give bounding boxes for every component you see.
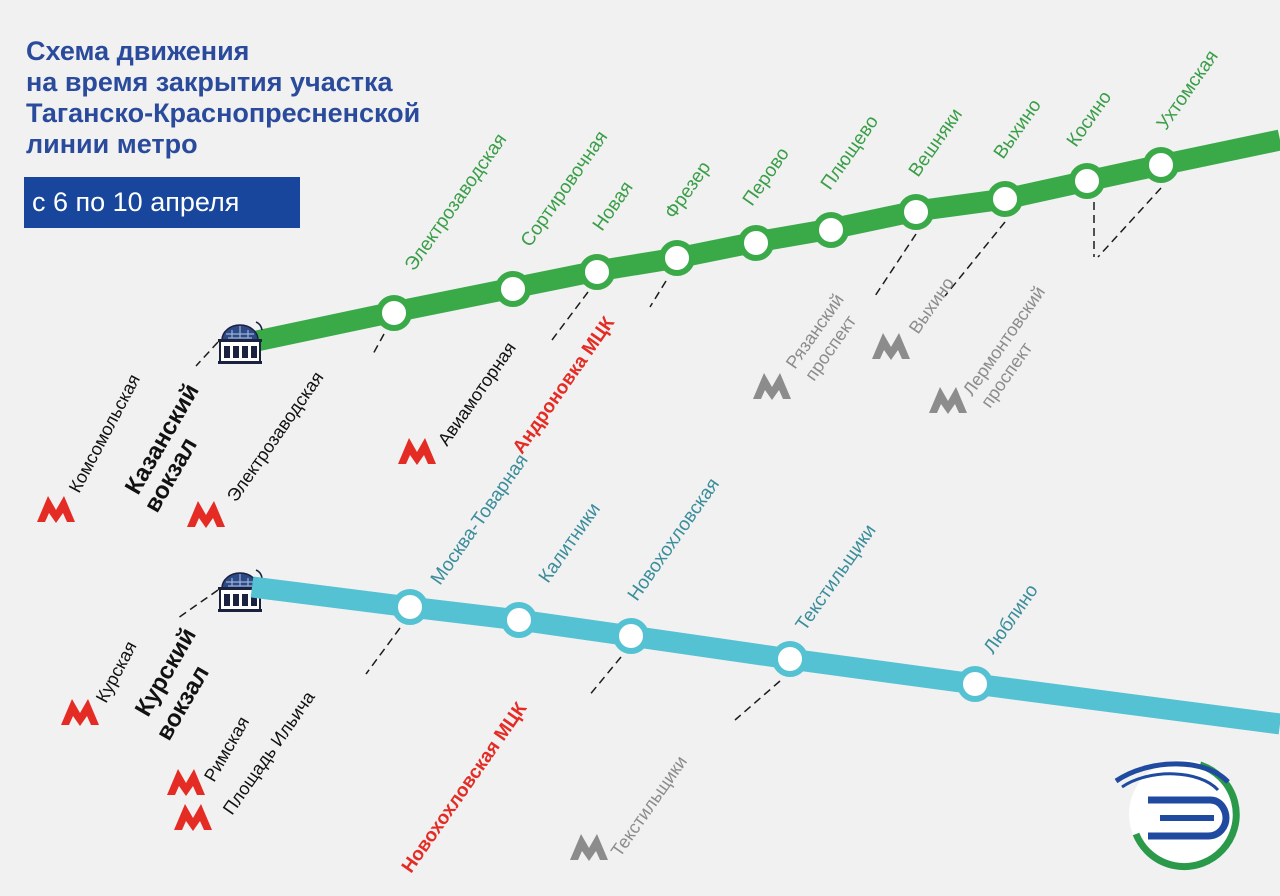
transfer-connector <box>587 656 622 698</box>
station-marker-kosino[interactable] <box>1069 163 1105 199</box>
kursky-terminal[interactable]: Курский вокзал <box>130 623 215 745</box>
station-label: Косино <box>1063 87 1116 150</box>
station-label: Вешняки <box>905 105 967 181</box>
transfer-connector <box>371 333 385 357</box>
transfer-label-mck: Новохохловская МЦК <box>398 699 532 877</box>
metro-icon <box>929 387 967 414</box>
station-marker-ukhtomskaya[interactable] <box>1143 147 1179 183</box>
station-marker-moskva-tovarnaya[interactable] <box>392 589 428 625</box>
station-label: Текстильщики <box>792 521 881 635</box>
transfer-connector <box>365 627 401 675</box>
station-label: Плющево <box>817 112 883 194</box>
transfer-connector <box>649 280 667 308</box>
date-badge: с 6 по 10 апреля <box>24 177 300 228</box>
title-line: Таганско-Краснопресненской <box>26 98 421 128</box>
transfer-connector <box>734 680 781 721</box>
station-label: Перово <box>739 144 794 210</box>
transfer-label: Текстильщики <box>607 752 691 860</box>
transfer-label: Выхино <box>905 273 958 337</box>
transfer-connector <box>177 589 219 619</box>
station-marker-kalitniki[interactable] <box>501 602 537 638</box>
metro-icon <box>570 834 608 861</box>
station-marker-veshnyaki[interactable] <box>898 194 934 230</box>
kazansky-station-icon <box>217 321 263 365</box>
station-marker-sortirovochnaya[interactable] <box>495 271 531 307</box>
transfer-label-mck: Андроновка МЦК <box>509 313 619 458</box>
transfer-connector <box>195 341 219 367</box>
page-title: Схема движения на время закрытия участка… <box>26 36 546 160</box>
station-label: Фрезер <box>661 158 715 223</box>
transfer-label: Электрозаводская <box>223 368 328 505</box>
station-marker-tekstilshchiki[interactable] <box>772 641 808 677</box>
title-line: на время закрытия участка <box>26 67 393 97</box>
station-marker-perovo[interactable] <box>738 225 774 261</box>
title-line: Схема движения <box>26 36 250 66</box>
rzd-suburban-logo-icon <box>1114 760 1240 871</box>
station-label: Люблино <box>980 581 1043 658</box>
transfer-label: Авиамоторная <box>434 338 520 449</box>
transfer-connector <box>551 291 589 341</box>
title-line: линии метро <box>26 129 198 159</box>
station-marker-frezer[interactable] <box>659 240 695 276</box>
metro-icon <box>174 804 212 831</box>
transfer-label: Курская <box>92 638 141 706</box>
metro-icon <box>753 373 791 400</box>
station-marker-novokhokhlovskaya[interactable] <box>613 618 649 654</box>
transfer-connector <box>874 233 917 297</box>
station-marker-vykhino[interactable] <box>987 181 1023 217</box>
metro-icon <box>187 501 225 528</box>
station-marker-novaya[interactable] <box>579 254 615 290</box>
station-label: Москва-Товарная <box>427 450 533 588</box>
station-label: Ухтомская <box>1153 47 1223 134</box>
station-marker-plyushchevo[interactable] <box>813 212 849 248</box>
transfer-connector <box>1097 187 1162 258</box>
station-marker-lyublino[interactable] <box>957 666 993 702</box>
metro-icon <box>37 496 75 523</box>
station-label: Выхино <box>990 96 1046 163</box>
transfer-connector <box>944 221 1006 297</box>
metro-icon <box>61 699 99 726</box>
station-label: Калитники <box>535 499 605 586</box>
metro-icon <box>872 333 910 360</box>
metro-icon <box>398 438 436 465</box>
station-label: Новая <box>589 178 638 235</box>
station-label: Новохохловская <box>624 474 724 604</box>
station-marker-elektrozavodskaya[interactable] <box>376 295 412 331</box>
metro-icon <box>167 769 205 796</box>
